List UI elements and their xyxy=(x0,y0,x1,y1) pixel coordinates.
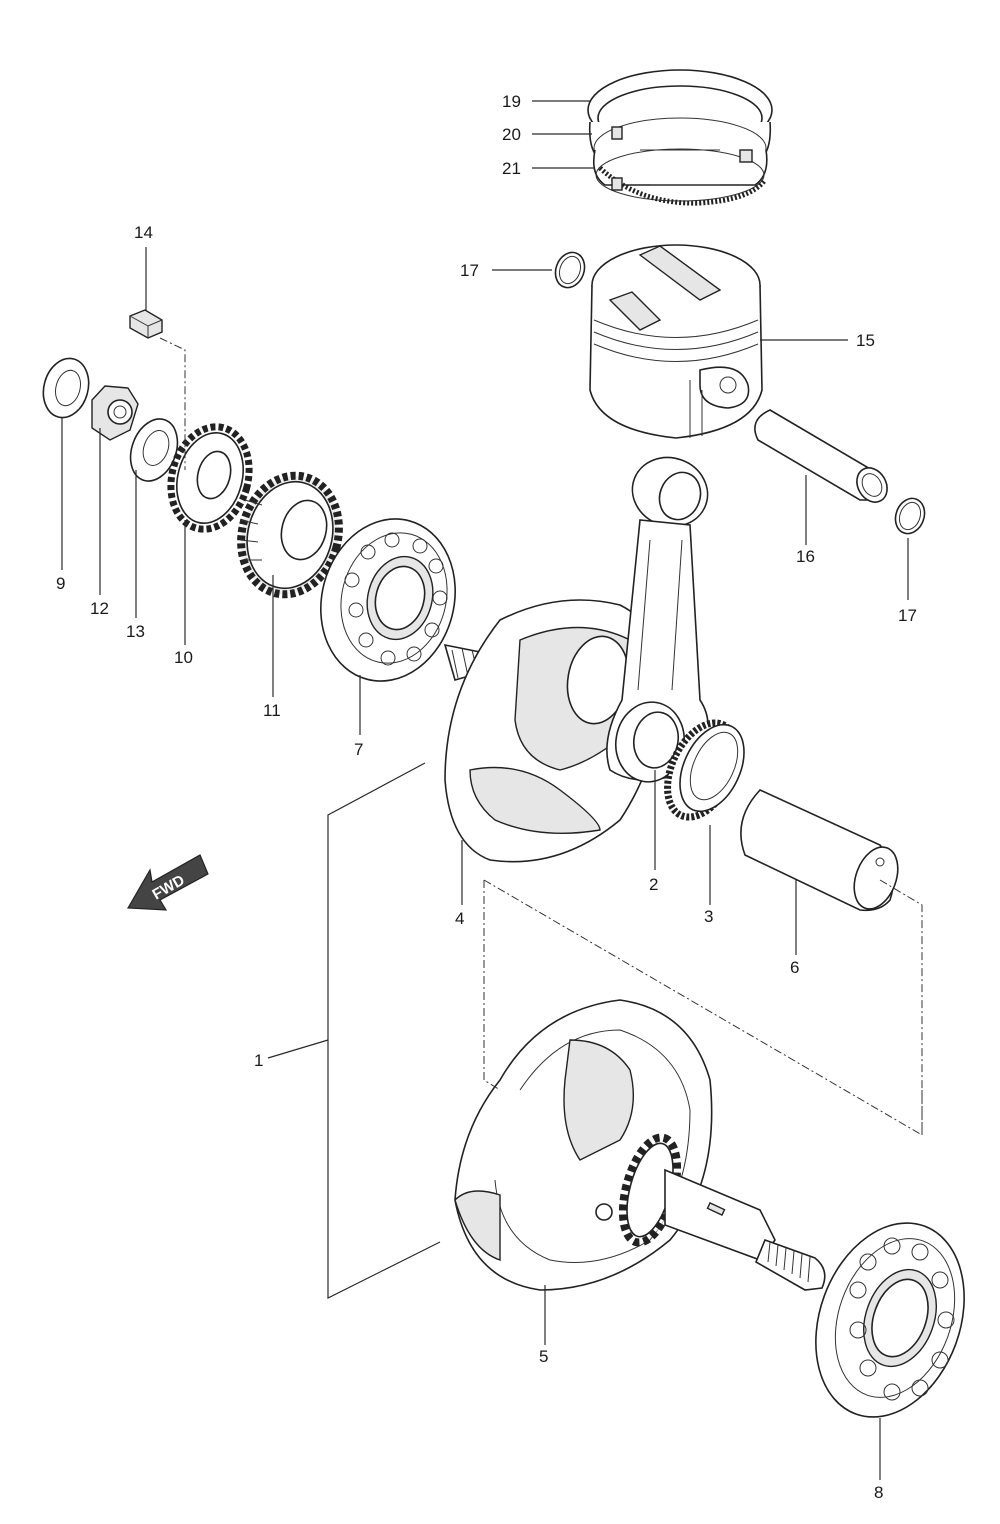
piston-drawing xyxy=(589,244,763,439)
callout-21: 21 xyxy=(502,159,521,178)
callout-12: 12 xyxy=(90,599,109,618)
forward-direction-arrow: FWD xyxy=(126,854,209,911)
callout-2: 2 xyxy=(649,875,658,894)
leader-lines xyxy=(61,100,909,1480)
callout-8: 8 xyxy=(874,1483,883,1502)
gear-11-drawing xyxy=(237,471,343,599)
crank-web-4-drawing xyxy=(443,599,666,863)
gear-10-drawing xyxy=(167,423,253,533)
callout-11: 11 xyxy=(263,701,281,720)
bearing-8-drawing xyxy=(815,1222,965,1418)
oil-seal-drawing xyxy=(42,357,90,419)
callout-3: 3 xyxy=(704,907,713,926)
callout-5: 5 xyxy=(539,1347,548,1366)
callout-labels: 19 20 21 17 15 16 17 14 9 12 13 10 11 7 … xyxy=(56,92,917,1502)
callout-7: 7 xyxy=(354,740,363,759)
callout-1: 1 xyxy=(254,1051,263,1070)
callout-10: 10 xyxy=(174,648,193,667)
circlip-drawings xyxy=(554,251,926,535)
callout-6: 6 xyxy=(790,958,799,977)
key-drawing xyxy=(129,309,163,339)
callout-16: 16 xyxy=(796,547,815,566)
callout-19: 19 xyxy=(502,92,521,111)
callout-17-top: 17 xyxy=(460,261,479,280)
needle-bearing-drawing xyxy=(664,719,745,821)
crank-pin-drawing xyxy=(740,789,899,912)
piston-pin-drawing xyxy=(754,409,888,503)
callout-20: 20 xyxy=(502,125,521,144)
bearing-7-drawing xyxy=(320,518,456,682)
assembly-bracket xyxy=(267,762,441,1299)
connecting-rod-drawing xyxy=(606,456,709,783)
nut-drawing xyxy=(91,385,139,441)
callout-4: 4 xyxy=(455,909,464,928)
callout-13: 13 xyxy=(126,622,145,641)
callout-14: 14 xyxy=(134,223,153,242)
callout-15: 15 xyxy=(856,331,875,350)
callout-9: 9 xyxy=(56,574,65,593)
piston-rings-drawing xyxy=(587,69,773,206)
main-shaft-drawing xyxy=(618,1133,826,1291)
assembly-centerlines xyxy=(159,337,923,1136)
callout-17-right: 17 xyxy=(898,606,917,625)
